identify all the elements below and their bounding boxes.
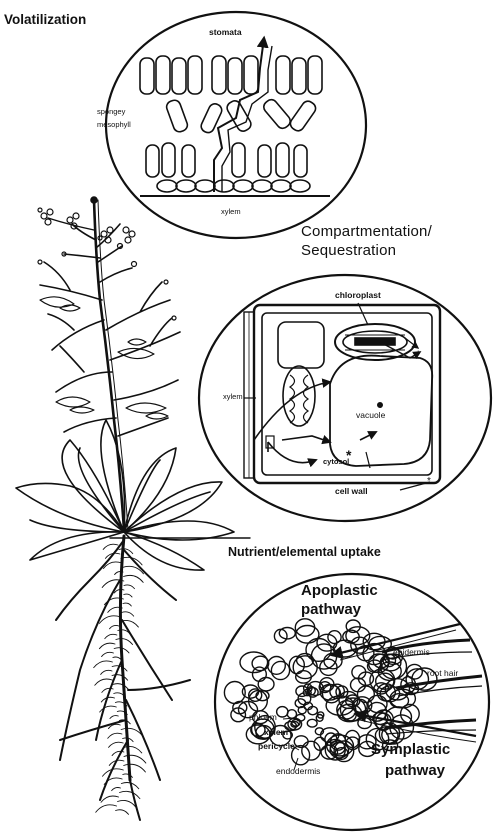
label-vacuole: vacuole	[356, 411, 385, 420]
fine-root	[99, 616, 120, 624]
cell-section: * * *	[199, 275, 491, 521]
label-leaf-xylem: xylem	[221, 208, 241, 216]
cortex-cell	[311, 644, 336, 669]
fine-root	[109, 742, 124, 747]
label-cytosol: cytosol	[323, 458, 349, 466]
fine-root	[101, 796, 119, 802]
rosette-leaves	[16, 420, 234, 570]
fine-root	[103, 544, 118, 549]
stele-cell	[277, 707, 288, 717]
leaf-section	[106, 12, 366, 238]
plant-drawing	[16, 197, 250, 820]
fine-root	[118, 800, 136, 806]
label-stomata: stomata	[209, 28, 242, 37]
spongy-cells	[165, 97, 318, 134]
lower-cells	[146, 143, 307, 177]
fine-root	[102, 652, 114, 656]
root-system	[56, 536, 190, 820]
fine-root	[112, 751, 124, 755]
xylem-vessels	[157, 180, 310, 192]
heading-volatilization: Volatilization	[4, 13, 86, 27]
fine-root	[110, 625, 119, 628]
label-chloroplast: chloroplast	[335, 291, 381, 300]
label-apoplastic-1: Apoplastic	[301, 583, 378, 600]
label-cell-xylem: xylem	[223, 393, 243, 401]
palisade-cells	[140, 56, 322, 94]
fine-root	[124, 594, 132, 597]
svg-text:*: *	[416, 349, 421, 361]
stele-cell	[287, 710, 296, 719]
cortex-cell	[306, 639, 331, 662]
fine-root	[113, 657, 122, 660]
label-phloem: phloem	[249, 713, 277, 722]
heading-uptake: Nutrient/elemental uptake	[228, 546, 381, 559]
label-symplastic-1: Symplastic	[371, 742, 450, 759]
fine-root	[114, 589, 124, 592]
fine-root	[110, 716, 118, 719]
cortex-cell	[302, 741, 320, 760]
fine-root	[94, 661, 113, 668]
fine-root	[96, 805, 117, 812]
heading-sequestration: Sequestration	[301, 243, 396, 259]
label-root-hair: root hair	[427, 669, 458, 678]
flower-clusters	[38, 208, 176, 320]
fine-root	[116, 810, 129, 815]
fine-root	[99, 643, 115, 649]
label-symplastic-2: pathway	[385, 763, 445, 780]
fine-root	[113, 684, 129, 690]
svg-text:*: *	[427, 476, 431, 487]
stele-cell	[296, 686, 308, 696]
fine-root	[116, 639, 133, 645]
fine-root	[124, 585, 134, 589]
label-epidermis: epidermis	[393, 648, 430, 657]
fine-root	[112, 787, 121, 790]
heading-compartmentation: Compartmentation/	[301, 224, 432, 240]
cortex-cell	[271, 661, 289, 679]
label-spongy-mesophyll-1: spongey	[97, 108, 125, 116]
cortex-cell	[268, 657, 286, 675]
label-pericycle: pericycle	[258, 742, 295, 751]
leaflets	[40, 297, 168, 419]
fine-root	[108, 733, 122, 738]
fine-root	[120, 791, 140, 798]
cortex-cell	[295, 619, 314, 636]
fine-root	[105, 634, 117, 638]
fine-root	[95, 679, 112, 685]
label-spongy-mesophyll-2: mesophyll	[97, 121, 131, 129]
fine-root	[102, 688, 113, 692]
label-root-xylem: xylem	[264, 728, 288, 737]
fine-root	[101, 670, 112, 674]
fine-root	[122, 612, 134, 616]
label-endodermis: endodermis	[276, 767, 320, 776]
fine-root	[124, 575, 144, 582]
fine-root	[124, 764, 146, 772]
label-cell-wall: cell wall	[335, 487, 368, 496]
mitochondrion	[283, 366, 315, 426]
cortex-cell	[258, 678, 274, 691]
stele-cell	[307, 719, 317, 727]
label-apoplastic-2: pathway	[301, 602, 361, 619]
fine-root	[101, 697, 114, 702]
fine-root	[123, 603, 131, 606]
